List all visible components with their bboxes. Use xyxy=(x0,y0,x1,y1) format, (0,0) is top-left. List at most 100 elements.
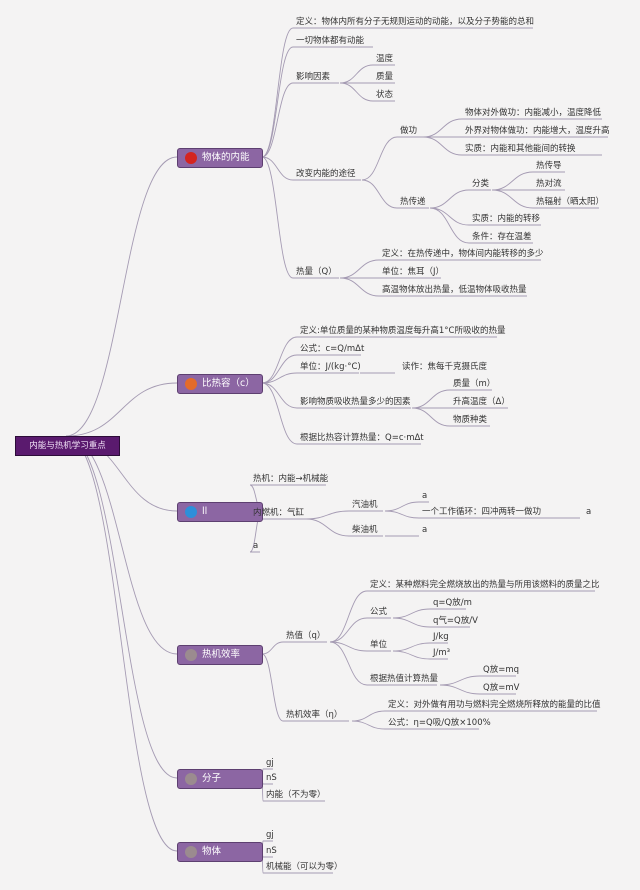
transfer-essence: 实质：内能的转移 xyxy=(472,214,541,224)
root-to-topic-line xyxy=(65,382,178,437)
calorific-calc-mass: Q放=mq xyxy=(483,665,519,675)
transfer-line xyxy=(429,189,491,209)
topic-label: 比热容（c） xyxy=(202,378,255,389)
calorific-unit-line xyxy=(392,650,448,660)
efficiency-node: 热机效率（η） xyxy=(286,710,343,720)
factor-mass-m: 质量（m） xyxy=(453,379,496,389)
internal-energy-branch-line xyxy=(261,27,533,158)
gray-circle-icon xyxy=(185,846,197,858)
red-circle-icon xyxy=(185,152,197,164)
root-to-topic-line xyxy=(65,156,178,437)
specific-heat-formula: 公式：c=Q/mΔt xyxy=(300,344,365,354)
root-to-topic-line xyxy=(65,435,178,852)
factor-state: 状态 xyxy=(376,90,394,100)
efficiency-branch-line xyxy=(261,641,327,655)
object-item-1: gj xyxy=(266,830,274,840)
diesel-engine-node: 柴油机 xyxy=(352,525,378,535)
heat-unit: 单位：焦耳（J） xyxy=(382,267,445,277)
topic-label: 分子 xyxy=(202,773,222,784)
absorb-factors-node: 影响物质吸收热量多少的因素 xyxy=(300,397,411,407)
internal-energy-branch-line xyxy=(261,46,373,158)
work-cycle: 一个工作循环：四冲两转一做功 xyxy=(422,507,542,517)
root-to-topic-line xyxy=(65,435,178,779)
work-node: 做功 xyxy=(400,126,418,136)
heat-node: 热量（Q） xyxy=(296,267,337,277)
topic-engine-efficiency[interactable]: 热机效率 xyxy=(177,645,263,665)
conduction: 热传导 xyxy=(536,161,562,171)
work-line xyxy=(422,118,602,138)
work-cycle-sub: a xyxy=(586,507,592,517)
efficiency-line xyxy=(351,710,597,722)
topic-specific-heat[interactable]: 比热容（c） xyxy=(177,374,263,394)
calorific-line xyxy=(329,617,391,643)
specific-heat-definition: 定义:单位质量的某种物质温度每升高1°C所吸收的热量 xyxy=(300,326,506,336)
topic-label: 物体 xyxy=(202,846,222,857)
factor-substance-kind: 物质种类 xyxy=(453,415,488,425)
calorific-formula-volume: q气=Q放/V xyxy=(433,616,478,626)
internal-energy-branch-line xyxy=(261,156,361,181)
blue-circle-icon xyxy=(185,506,197,518)
calorific-calc-line xyxy=(439,675,516,686)
internal-combustion-node: 内燃机：气缸 xyxy=(253,508,305,518)
topic-object[interactable]: 物体 xyxy=(177,842,263,862)
root-to-topic-line xyxy=(65,435,178,655)
calorific-calculation-node: 根据热值计算热量 xyxy=(370,674,439,684)
work-essence: 实质：内能和其他能间的转换 xyxy=(465,144,576,154)
calorific-unit-mass: J/kg xyxy=(433,632,449,642)
combustion-line xyxy=(305,518,383,537)
heat-line xyxy=(339,259,541,279)
topic-heat-engine[interactable]: ll xyxy=(177,502,263,522)
ways-node: 改变内能的途径 xyxy=(296,169,356,179)
petrol-line xyxy=(384,501,429,512)
absorb-factors-line xyxy=(411,389,492,409)
petrol-engine-node: 汽油机 xyxy=(352,500,378,510)
factor-mass: 质量 xyxy=(376,72,394,82)
heat-transfer-node: 热传递 xyxy=(400,197,426,207)
absorb-factors-line xyxy=(411,407,490,427)
factor-temperature-rise: 升高温度（Δ） xyxy=(453,397,510,407)
calorific-formula-mass: q=Q放/m xyxy=(433,598,472,608)
calorific-formula-line xyxy=(392,617,470,628)
work-line xyxy=(422,136,602,156)
calorific-line xyxy=(329,590,595,643)
efficiency-branch-line xyxy=(261,653,349,722)
topic-molecule[interactable]: 分子 xyxy=(177,769,263,789)
efficiency-formula: 公式：η=Q吸/Q放×100% xyxy=(388,718,491,728)
internal-energy-branch-line xyxy=(261,82,339,158)
transfer-condition: 条件：存在温差 xyxy=(472,232,532,242)
specific-heat-reading: 读作：焦每千克摄氏度 xyxy=(402,362,488,372)
gray-circle-icon xyxy=(185,649,197,661)
specific-heat-calculation: 根据比热容计算热量：Q=c·mΔt xyxy=(300,433,424,443)
calorific-formula-line xyxy=(392,608,466,619)
specific-heat-unit: 单位：J/(kg·°C) xyxy=(300,362,361,372)
topic-label: ll xyxy=(202,506,208,517)
factors-line xyxy=(339,64,395,84)
specific-heat-branch-line xyxy=(261,372,359,384)
ways-line xyxy=(361,136,423,181)
topic-internal-energy[interactable]: 物体的内能 xyxy=(177,148,263,168)
factors-node: 影响因素 xyxy=(296,72,331,82)
efficiency-line xyxy=(351,720,479,730)
classify-node: 分类 xyxy=(472,179,490,189)
molecule-item-1: gj xyxy=(266,758,274,768)
calorific-unit-line xyxy=(392,642,448,652)
heat-engine-extra: a xyxy=(253,541,259,551)
work-inward: 外界对物体做功：内能增大，温度升高 xyxy=(465,126,610,136)
ways-line xyxy=(361,179,429,209)
heat-engine-definition: 热机：内能→机械能 xyxy=(253,474,329,484)
internal-energy-definition: 定义：物体内所有分子无规则运动的动能，以及分子势能的总和 xyxy=(296,17,535,27)
petrol-engine-sub: a xyxy=(422,491,428,501)
specific-heat-branch-line xyxy=(261,354,361,384)
internal-energy-note: 一切物体都有动能 xyxy=(296,36,365,46)
gray-circle-icon xyxy=(185,773,197,785)
calorific-definition: 定义：某种燃料完全燃烧放出的热量与所用该燃料的质量之比 xyxy=(370,580,600,590)
molecule-item-2: nS xyxy=(266,773,277,783)
specific-heat-branch-line xyxy=(261,336,497,384)
object-item-2: nS xyxy=(266,846,277,856)
root-node[interactable]: 内能与热机学习重点 xyxy=(15,436,120,456)
specific-heat-branch-line xyxy=(261,382,411,409)
calorific-line xyxy=(329,641,391,652)
heat-rule: 高温物体放出热量，低温物体吸收热量 xyxy=(382,285,527,295)
classify-line xyxy=(491,171,565,191)
object-mechanical-energy: 机械能（可以为零） xyxy=(266,862,343,872)
